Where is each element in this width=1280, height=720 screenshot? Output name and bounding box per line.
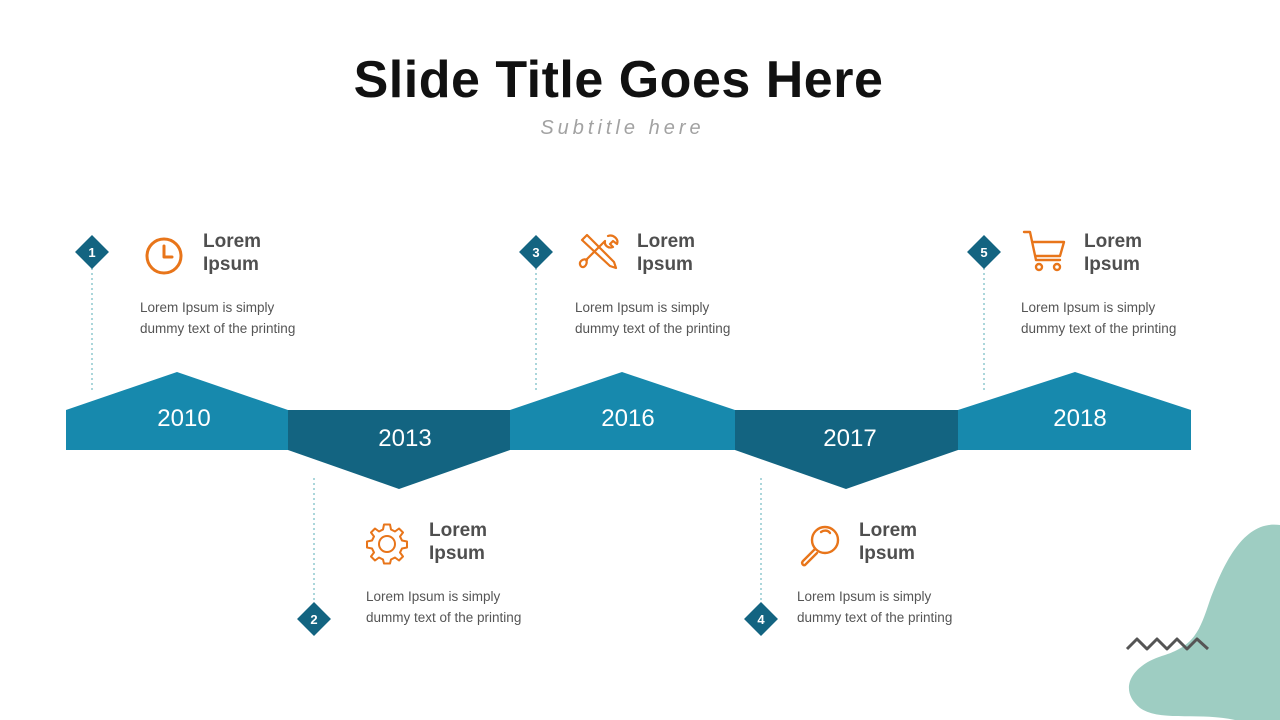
milestone-5-heading-line1: Lorem <box>1084 231 1143 252</box>
milestone-2-heading: Lorem Ipsum <box>429 519 487 565</box>
milestone-1-heading: Lorem Ipsum <box>203 230 261 276</box>
milestone-2-heading-line1: Lorem <box>429 520 488 541</box>
timeline-segment-2016 <box>510 372 735 450</box>
milestone-1-desc-line1: Lorem Ipsum is simply <box>140 300 275 315</box>
milestone-3-desc-line1: Lorem Ipsum is simply <box>575 300 710 315</box>
year-label-2016: 2016 <box>601 405 654 432</box>
milestone-4-heading-line2: Ipsum <box>859 543 915 564</box>
milestone-4-desc-line2: dummy text of the printing <box>797 610 953 625</box>
milestone-3-heading-line2: Ipsum <box>637 254 693 275</box>
marker-number-1: 1 <box>88 245 95 260</box>
marker-2: 2 <box>297 602 331 636</box>
milestone-4-heading: Lorem Ipsum <box>859 519 917 565</box>
milestone-1-heading-line1: Lorem <box>203 231 262 252</box>
timeline-segment-2010 <box>66 372 288 450</box>
slide-title: Slide Title Goes Here <box>353 51 884 109</box>
cart-icon <box>1022 230 1066 272</box>
timeline-segment-2017 <box>735 410 958 489</box>
decorative-blob <box>1128 524 1280 720</box>
year-label-2010: 2010 <box>157 405 210 432</box>
year-label-2017: 2017 <box>823 425 876 452</box>
milestone-5-heading: Lorem Ipsum <box>1084 230 1142 276</box>
marker-4: 4 <box>744 602 778 636</box>
milestone-4-description: Lorem Ipsum is simply dummy text of the … <box>797 586 997 628</box>
milestone-3-heading: Lorem Ipsum <box>637 230 695 276</box>
marker-5: 5 <box>967 235 1001 269</box>
milestone-1-heading-line2: Ipsum <box>203 254 259 275</box>
milestone-5-description: Lorem Ipsum is simply dummy text of the … <box>1021 297 1221 339</box>
tools-icon <box>578 233 619 270</box>
milestone-1-desc-line2: dummy text of the printing <box>140 321 296 336</box>
milestone-1-description: Lorem Ipsum is simply dummy text of the … <box>140 297 340 339</box>
marker-number-2: 2 <box>310 612 317 627</box>
timeline-segment-2013 <box>288 410 510 489</box>
timeline-segment-2018 <box>958 372 1191 450</box>
milestone-3-heading-line1: Lorem <box>637 231 696 252</box>
milestone-3-description: Lorem Ipsum is simply dummy text of the … <box>575 297 775 339</box>
milestone-5-heading-line2: Ipsum <box>1084 254 1140 275</box>
gear-icon <box>366 523 408 565</box>
year-label-2013: 2013 <box>378 425 431 452</box>
milestone-4-heading-line1: Lorem <box>859 520 918 541</box>
milestone-2-description: Lorem Ipsum is simply dummy text of the … <box>366 586 566 628</box>
milestone-2-desc-line1: Lorem Ipsum is simply <box>366 589 501 604</box>
milestone-3-desc-line2: dummy text of the printing <box>575 321 731 336</box>
marker-number-5: 5 <box>980 245 987 260</box>
marker-1: 1 <box>75 235 109 269</box>
marker-number-3: 3 <box>532 245 539 260</box>
marker-number-4: 4 <box>757 612 765 627</box>
milestone-2-heading-line2: Ipsum <box>429 543 485 564</box>
decorative-zigzag <box>1125 637 1210 651</box>
milestone-4-desc-line1: Lorem Ipsum is simply <box>797 589 932 604</box>
milestone-5-desc-line1: Lorem Ipsum is simply <box>1021 300 1156 315</box>
clock-icon <box>145 237 183 275</box>
search-icon <box>800 525 840 567</box>
milestone-5-desc-line2: dummy text of the printing <box>1021 321 1177 336</box>
slide-subtitle: Subtitle here <box>540 117 705 139</box>
milestone-2-desc-line2: dummy text of the printing <box>366 610 522 625</box>
marker-3: 3 <box>519 235 553 269</box>
year-label-2018: 2018 <box>1053 405 1106 432</box>
